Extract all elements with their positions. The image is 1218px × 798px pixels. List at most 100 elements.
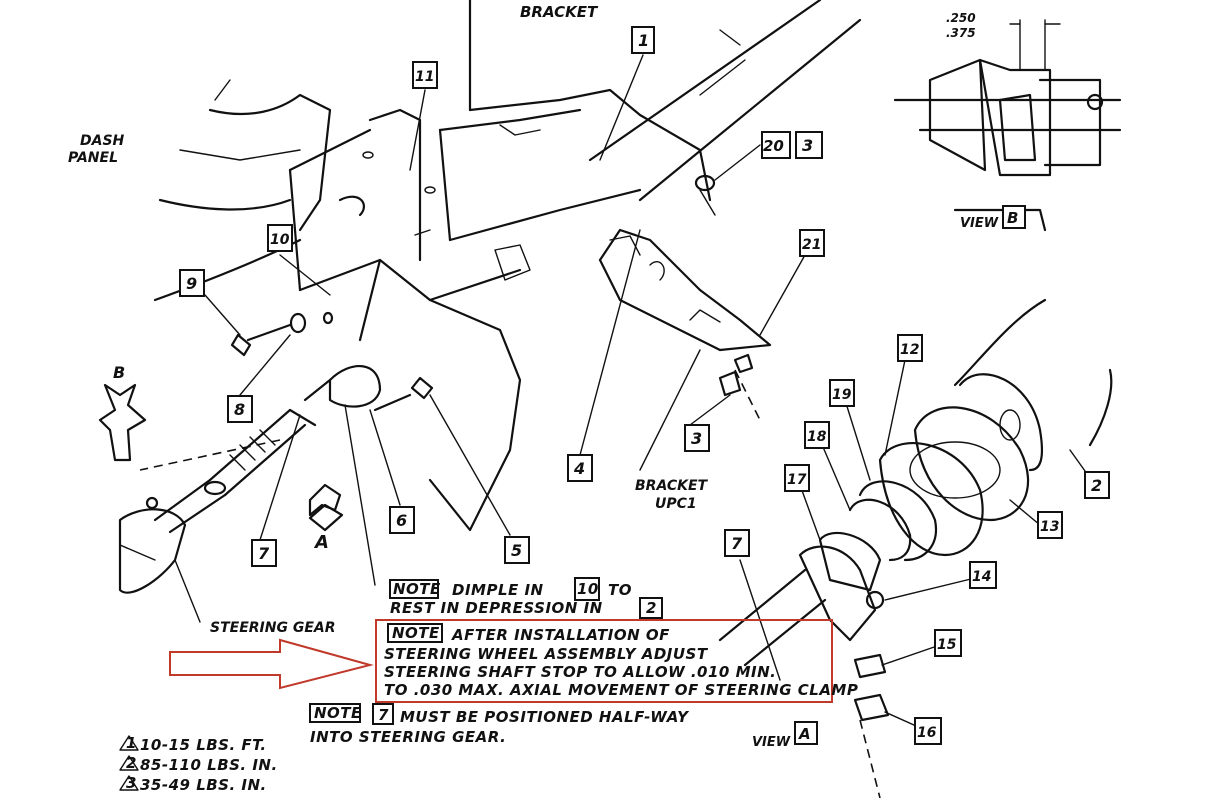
note-1-text-b: TO (608, 581, 632, 599)
svg-text:17: 17 (787, 472, 807, 488)
view-a-arrow-letter: A (313, 532, 329, 553)
view-a-box (794, 721, 818, 745)
callout-5: 5 (504, 536, 530, 564)
note-2-line-3: STEERING SHAFT STOP TO ALLOW .010 MIN. (384, 663, 776, 681)
svg-text:12: 12 (900, 342, 919, 358)
note-3: NOTE 7 MUST BE POSITIONED HALF-WAY INTO … (309, 703, 690, 746)
svg-text:7: 7 (731, 534, 743, 553)
dash-panel-label-1: DASH (80, 133, 125, 149)
callout-3-top: 3 (795, 131, 823, 159)
fasteners (230, 174, 754, 412)
bracket-upc-label-2: UPC1 (655, 496, 697, 512)
leader-lines (174, 54, 1096, 731)
torque-spec-3: 3 35-49 LBS. IN. (119, 774, 267, 794)
callout-19: 19 (829, 379, 855, 407)
view-a-assembly (718, 298, 1113, 722)
svg-text:2: 2 (126, 754, 137, 772)
callout-11: 11 (412, 61, 438, 89)
note-3-line-1: MUST BE POSITIONED HALF-WAY (400, 708, 690, 726)
note-1: NOTE DIMPLE IN 10 TO REST IN DEPRESSION … (389, 577, 663, 619)
svg-text:3: 3 (802, 136, 813, 155)
note-1-text-a: DIMPLE IN (452, 581, 544, 599)
highlight-annotation (169, 619, 833, 703)
callout-12: 12 (897, 334, 923, 362)
svg-text:7: 7 (258, 544, 270, 563)
dash-panel (153, 79, 332, 302)
bracket-upc-label-1: BRACKET (635, 478, 709, 494)
svg-text:10-15 LBS. FT.: 10-15 LBS. FT. (140, 736, 267, 754)
note-1-ref-2: 2 (646, 599, 657, 617)
note-3-ref-7: 7 (378, 706, 389, 724)
callout-1: 1 (631, 26, 655, 54)
callout-2-right: 2 (1084, 471, 1110, 499)
note-2-line-4: TO .030 MAX. AXIAL MOVEMENT OF STEERING … (384, 681, 858, 699)
view-b-box (1002, 205, 1026, 229)
upper-bracket (288, 0, 712, 532)
view-arrows (98, 383, 344, 532)
dimension-top: .250 (946, 11, 976, 25)
note-3-line-2: INTO STEERING GEAR. (310, 728, 506, 746)
torque-spec-2: 2 85-110 LBS. IN. (119, 754, 278, 774)
svg-text:1: 1 (126, 734, 137, 752)
callout-3-mid: 3 (684, 424, 710, 452)
svg-text:35-49 LBS. IN.: 35-49 LBS. IN. (140, 776, 267, 794)
svg-text:85-110 LBS. IN.: 85-110 LBS. IN. (140, 756, 278, 774)
dimension-bottom: .375 (946, 26, 976, 40)
svg-text:2: 2 (1091, 476, 1102, 495)
dash-panel-label-2: PANEL (68, 150, 118, 166)
svg-text:6: 6 (396, 511, 407, 530)
svg-text:16: 16 (917, 725, 937, 741)
callout-9: 9 (179, 269, 205, 297)
svg-text:10: 10 (270, 232, 290, 248)
svg-text:15: 15 (937, 637, 957, 653)
callout-16: 16 (914, 717, 942, 745)
svg-text:13: 13 (1040, 519, 1059, 535)
svg-text:8: 8 (234, 400, 245, 419)
callout-18: 18 (804, 421, 830, 449)
bracket-label: BRACKET (520, 3, 599, 21)
center-lines (139, 369, 881, 798)
callout-15: 15 (934, 629, 962, 657)
view-a-caption-letter: A (798, 725, 811, 743)
lower-bracket-upc (598, 228, 772, 352)
svg-text:5: 5 (511, 541, 522, 560)
steering-column-tube (588, 0, 862, 202)
torque-spec-1: 1 10-15 LBS. FT. (119, 734, 267, 754)
svg-text:3: 3 (126, 774, 137, 792)
callout-7-left: 7 (251, 539, 277, 567)
callout-4: 4 (567, 454, 593, 482)
callout-21: 21 (799, 229, 825, 257)
svg-text:20: 20 (763, 137, 784, 155)
svg-text:3: 3 (691, 429, 702, 448)
note-2: NOTE AFTER INSTALLATION OF STEERING WHEE… (384, 623, 858, 699)
steering-gear-label: STEERING GEAR (210, 620, 336, 636)
view-b-caption-letter: B (1007, 209, 1018, 227)
steering-shaft (118, 365, 382, 594)
callout-8: 8 (227, 395, 253, 423)
callout-20: 20 (761, 131, 791, 159)
svg-text:21: 21 (802, 237, 821, 253)
callout-7-right: 7 (724, 529, 750, 557)
view-b-inset (893, 19, 1122, 232)
note-2-line-2: STEERING WHEEL ASSEMBLY ADJUST (384, 645, 709, 663)
callout-13: 13 (1037, 511, 1063, 539)
svg-text:14: 14 (972, 569, 991, 585)
callout-17: 17 (784, 464, 810, 492)
view-b-arrow-letter: B (113, 363, 125, 382)
svg-text:1: 1 (638, 31, 649, 50)
svg-text:19: 19 (832, 387, 852, 403)
callout-14: 14 (969, 561, 997, 589)
svg-text:18: 18 (807, 429, 827, 445)
red-arrow-icon (169, 638, 374, 690)
note-2-tag: NOTE (392, 624, 440, 642)
svg-text:9: 9 (186, 274, 197, 293)
view-b-caption: VIEW (960, 216, 999, 231)
svg-text:4: 4 (573, 459, 585, 478)
callout-6: 6 (389, 506, 415, 534)
note-2-line-1: AFTER INSTALLATION OF (451, 626, 670, 644)
view-a-caption: VIEW (752, 735, 791, 750)
note-1-tag: NOTE (393, 580, 441, 598)
svg-text:11: 11 (415, 69, 434, 85)
